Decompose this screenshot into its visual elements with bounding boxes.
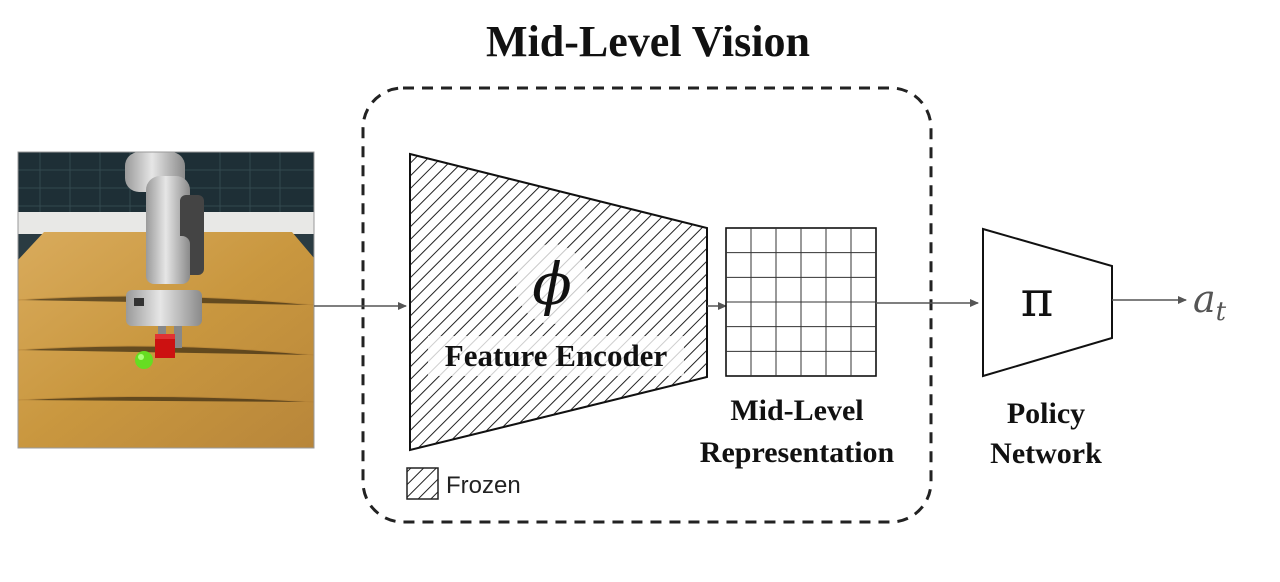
red-block — [155, 334, 175, 358]
feature-encoder-label: Feature Encoder — [445, 338, 668, 373]
policy-network-block — [982, 227, 1113, 378]
representation-label-line1: Mid-Level — [730, 394, 863, 427]
phi-symbol: ϕ — [532, 250, 572, 318]
action-subscript: t — [1216, 297, 1227, 327]
frozen-legend-label: Frozen — [446, 472, 521, 499]
action-output-label: at — [1193, 277, 1227, 327]
frozen-legend-swatch — [406, 467, 439, 500]
green-ball — [135, 351, 153, 369]
robot-wrist — [146, 236, 190, 284]
policy-label-line2: Network — [990, 437, 1102, 470]
diagram-title: Mid-Level Vision — [486, 17, 810, 66]
robot-gripper-base — [126, 290, 202, 326]
mid-level-vision-box — [361, 86, 933, 524]
pi-symbol: π — [1021, 270, 1054, 328]
representation-label-line2: Representation — [700, 436, 895, 469]
mid-level-representation-grid — [725, 227, 877, 377]
policy-label-line1: Policy — [1007, 397, 1085, 430]
action-symbol: a — [1193, 277, 1216, 321]
robot-scene-image — [18, 152, 314, 448]
